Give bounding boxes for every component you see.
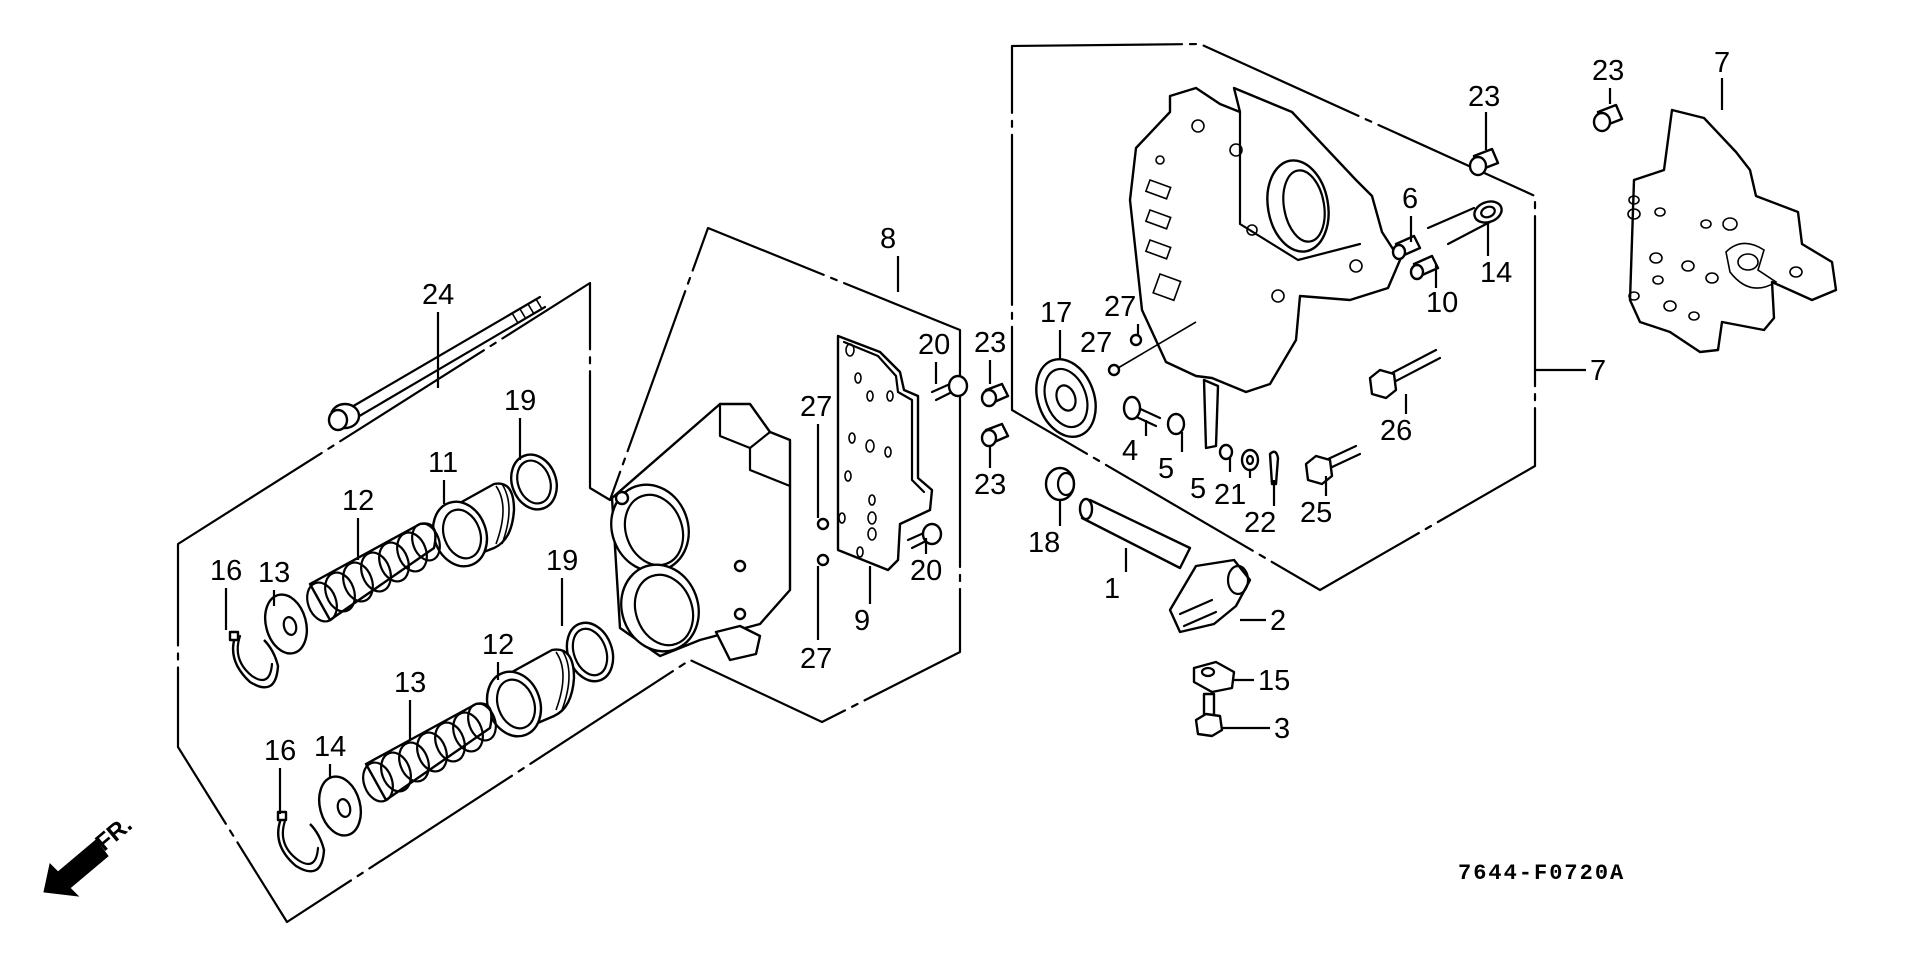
callout-23: 23 [1592,55,1624,87]
part-25-bolt[interactable] [1368,348,1442,400]
callout-5: 5 [1190,473,1206,505]
callout-7: 10 [1426,287,1458,319]
leader-lines [224,78,1724,814]
callout-20: 20 [918,329,950,361]
callout-14: 14 [314,731,346,763]
callout-16: 16 [210,555,242,587]
part-5-collar[interactable] [1166,412,1186,436]
front-arrow-icon [43,839,109,897]
part-2-lever[interactable] [1168,558,1252,634]
callout-19: 19 [546,545,578,577]
callout-26: 24 [422,279,454,311]
part-12-piston[interactable] [478,648,576,744]
part-1-shaft[interactable] [1078,497,1192,570]
callout-3: 3 [1274,713,1290,745]
part-13-spring[interactable] [358,700,501,806]
part-20-bolt[interactable] [906,522,943,550]
callout-labels: 24 19 11 12 13 16 19 12 13 14 16 8 20 23… [210,47,1730,767]
part-11-separator-plate[interactable] [836,334,934,572]
callout-23: 23 [974,327,1006,359]
part-21-washer[interactable] [1240,448,1260,472]
part-18-needle-bearing[interactable] [1044,466,1076,502]
part-27-o-ring[interactable] [1129,333,1143,347]
part-14-retainer-washer[interactable] [313,772,367,840]
callout-12: 11 [428,447,458,479]
callout-23: 23 [974,469,1006,501]
callout-9: 7 [1714,47,1730,79]
callout-8: 7 [1590,355,1606,387]
callout-4: 4 [1122,435,1138,467]
callout-7: 6 [1402,183,1418,215]
callout-27: 27 [1104,291,1136,323]
callout-16: 16 [264,735,296,767]
part-27-o-ring[interactable] [816,553,830,567]
part-14-retainer-washer[interactable] [259,590,313,658]
callout-22: 22 [1244,507,1276,539]
callout-14: 13 [258,557,290,589]
callout-13: 13 [394,667,426,699]
callout-15: 15 [1258,665,1290,697]
callout-5: 5 [1158,453,1174,485]
part-16-snap-ring[interactable] [228,630,280,689]
part-22-cotter-pin[interactable] [1268,450,1280,486]
part-27-o-ring[interactable] [1107,363,1121,377]
callout-25: 26 [1380,415,1412,447]
part-7-pin[interactable] [1409,254,1440,281]
part-26-long-bolt[interactable] [327,295,547,432]
part-20-bolt[interactable] [930,374,969,402]
callout-27: 27 [800,643,832,675]
part-4-pin[interactable] [1122,395,1162,428]
main-valve-body[interactable] [1128,86,1402,450]
part-17-bearing[interactable] [1026,351,1106,445]
part-23-dowel[interactable] [980,382,1010,408]
callout-23: 23 [1468,81,1500,113]
callout-19: 19 [504,385,536,417]
assembly-10-boundary [176,226,962,924]
callout-12: 12 [482,629,514,661]
callout-11: 9 [854,605,870,637]
part-23-dowel[interactable] [1592,103,1624,133]
part-3-bolt[interactable] [1194,692,1224,738]
part-12-piston[interactable] [424,482,516,574]
callout-13: 12 [342,485,374,517]
diagram-code: 7644-F0720A [1458,861,1625,886]
part-7-pin[interactable] [1391,234,1422,261]
front-direction-indicator: FR. [43,811,137,897]
callout-27: 27 [1080,327,1112,359]
part-24-bolt[interactable] [1304,444,1362,486]
callout-21: 21 [1214,479,1246,511]
part-19-seal-ring[interactable] [504,448,564,516]
callout-27: 27 [800,391,832,423]
part-6-lock-pin[interactable] [1426,198,1505,246]
servo-valve-body[interactable] [599,402,792,662]
callout-24: 25 [1300,497,1332,529]
part-27-o-ring[interactable] [816,517,830,531]
callout-17: 17 [1040,297,1072,329]
part-13-spring[interactable] [302,520,445,626]
part-16-snap-ring[interactable] [276,810,326,873]
part-23-dowel[interactable] [1468,147,1500,177]
part-23-dowel[interactable] [980,422,1010,448]
part-5-collar[interactable] [1218,443,1234,461]
part-15-lock-plate[interactable] [1192,660,1236,694]
callout-2: 2 [1270,605,1286,637]
callout-18: 18 [1028,527,1060,559]
part-9-separator-plate[interactable] [1627,108,1838,354]
assembly-8-boundary [1010,42,1537,592]
callout-10: 8 [880,223,896,255]
callout-6: 14 [1480,257,1512,289]
callout-20: 20 [910,555,942,587]
callout-1: 1 [1104,573,1120,605]
